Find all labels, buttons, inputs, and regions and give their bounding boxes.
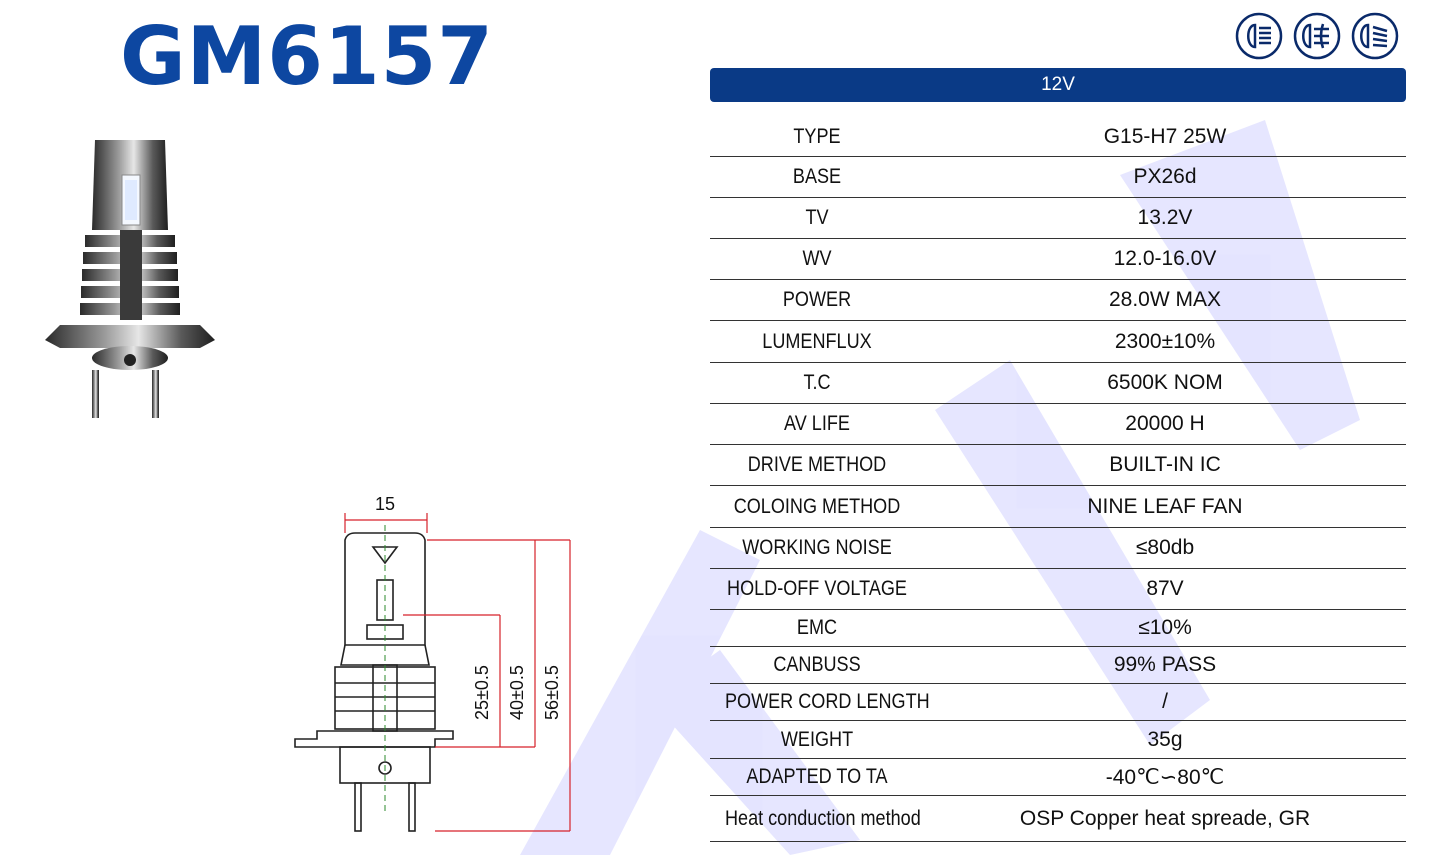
spec-label: AV LIFE [784, 412, 850, 435]
voltage-header-bar: 12V [710, 68, 1406, 102]
bulb-product-photo [45, 140, 215, 418]
dimension-drawing: 15 25±0.5 40±0.5 56±0.5 [294, 494, 571, 832]
spec-value: NINE LEAF FAN [1087, 494, 1243, 518]
spec-label: POWER [782, 288, 852, 311]
spec-value: PX26d [1133, 165, 1197, 188]
spec-value: ≤80db [1135, 536, 1195, 559]
spec-label: TV [805, 206, 829, 229]
spec-row-emc: EMC ≤10% [710, 610, 1406, 647]
spec-row-av-life: AV LIFE 20000 H [710, 404, 1406, 445]
spec-value: 99% PASS [1113, 653, 1217, 676]
spec-row-wv: WV 12.0-16.0V [710, 239, 1406, 280]
spec-value: 2300±10% [1114, 329, 1216, 353]
dimension-40-label: 40±0.5 [507, 665, 527, 720]
spec-label: WV [802, 247, 832, 270]
spec-row-adapted-ta: ADAPTED TO TA -40℃∽80℃ [710, 759, 1406, 796]
model-title: GM6157 [120, 10, 494, 103]
spec-row-canbuss: CANBUSS 99% PASS [710, 647, 1406, 684]
spec-label: EMC [796, 616, 838, 639]
spec-value: BUILT-IN IC [1109, 453, 1221, 476]
spec-row-weight: WEIGHT 35g [710, 721, 1406, 759]
spec-value: 28.0W MAX [1108, 288, 1222, 311]
width-dimension-label: 15 [375, 494, 395, 514]
spec-row-lumenflux: LUMENFLUX 2300±10% [710, 321, 1406, 363]
spec-label: WORKING NOISE [742, 536, 892, 559]
spec-value: G15-H7 25W [1103, 124, 1227, 148]
spec-label: TYPE [793, 124, 841, 148]
spec-row-power: POWER 28.0W MAX [710, 280, 1406, 321]
spec-label: CANBUSS [773, 653, 861, 676]
spec-label: Heat conduction method [724, 806, 921, 830]
spec-row-working-noise: WORKING NOISE ≤80db [710, 528, 1406, 569]
spec-row-type: TYPE G15-H7 25W [710, 117, 1406, 157]
spec-value: 13.2V [1137, 206, 1193, 229]
spec-value: / [1162, 690, 1168, 713]
spec-label: T.C [803, 371, 831, 394]
spec-label: WEIGHT [780, 727, 854, 751]
spec-label: BASE [792, 165, 842, 188]
spec-row-drive-method: DRIVE METHOD BUILT-IN IC [710, 445, 1406, 486]
spec-label: COLOING METHOD [733, 494, 901, 518]
spec-value: 35g [1147, 727, 1183, 751]
spec-value: OSP Copper heat spreade, GR [1019, 806, 1311, 830]
spec-label: POWER CORD LENGTH [724, 690, 930, 713]
spec-row-tv: TV 13.2V [710, 198, 1406, 239]
spec-value: ≤10% [1138, 616, 1192, 639]
spec-value: 87V [1146, 577, 1184, 600]
spec-value: -40℃∽80℃ [1105, 765, 1225, 789]
fog-light-icon [1293, 12, 1341, 60]
spec-value: 12.0-16.0V [1113, 247, 1217, 270]
spec-value: 6500K NOM [1107, 371, 1223, 394]
spec-label: DRIVE METHOD [747, 453, 887, 476]
high-beam-headlight-icon [1351, 12, 1399, 60]
spec-label: HOLD-OFF VOLTAGE [727, 577, 907, 600]
spec-table: TYPE G15-H7 25W BASE PX26d TV 13.2V WV 12.0-… [710, 117, 1406, 842]
dimension-56-label: 56±0.5 [542, 665, 562, 720]
spec-value: 20000 H [1125, 412, 1205, 435]
spec-label: ADAPTED TO TA [746, 765, 888, 788]
function-icons [1235, 12, 1399, 60]
spec-row-heat-conduction: Heat conduction method OSP Copper heat sp… [710, 796, 1406, 842]
spec-row-base: BASE PX26d [710, 157, 1406, 198]
spec-row-hold-off-voltage: HOLD-OFF VOLTAGE 87V [710, 569, 1406, 610]
spec-label: LUMENFLUX [762, 329, 872, 353]
spec-row-cooling-method: COLOING METHOD NINE LEAF FAN [710, 486, 1406, 528]
spec-row-power-cord-length: POWER CORD LENGTH / [710, 684, 1406, 721]
dimension-25-label: 25±0.5 [472, 665, 492, 720]
spec-row-tc: T.C 6500K NOM [710, 363, 1406, 404]
low-beam-headlight-icon [1235, 12, 1283, 60]
